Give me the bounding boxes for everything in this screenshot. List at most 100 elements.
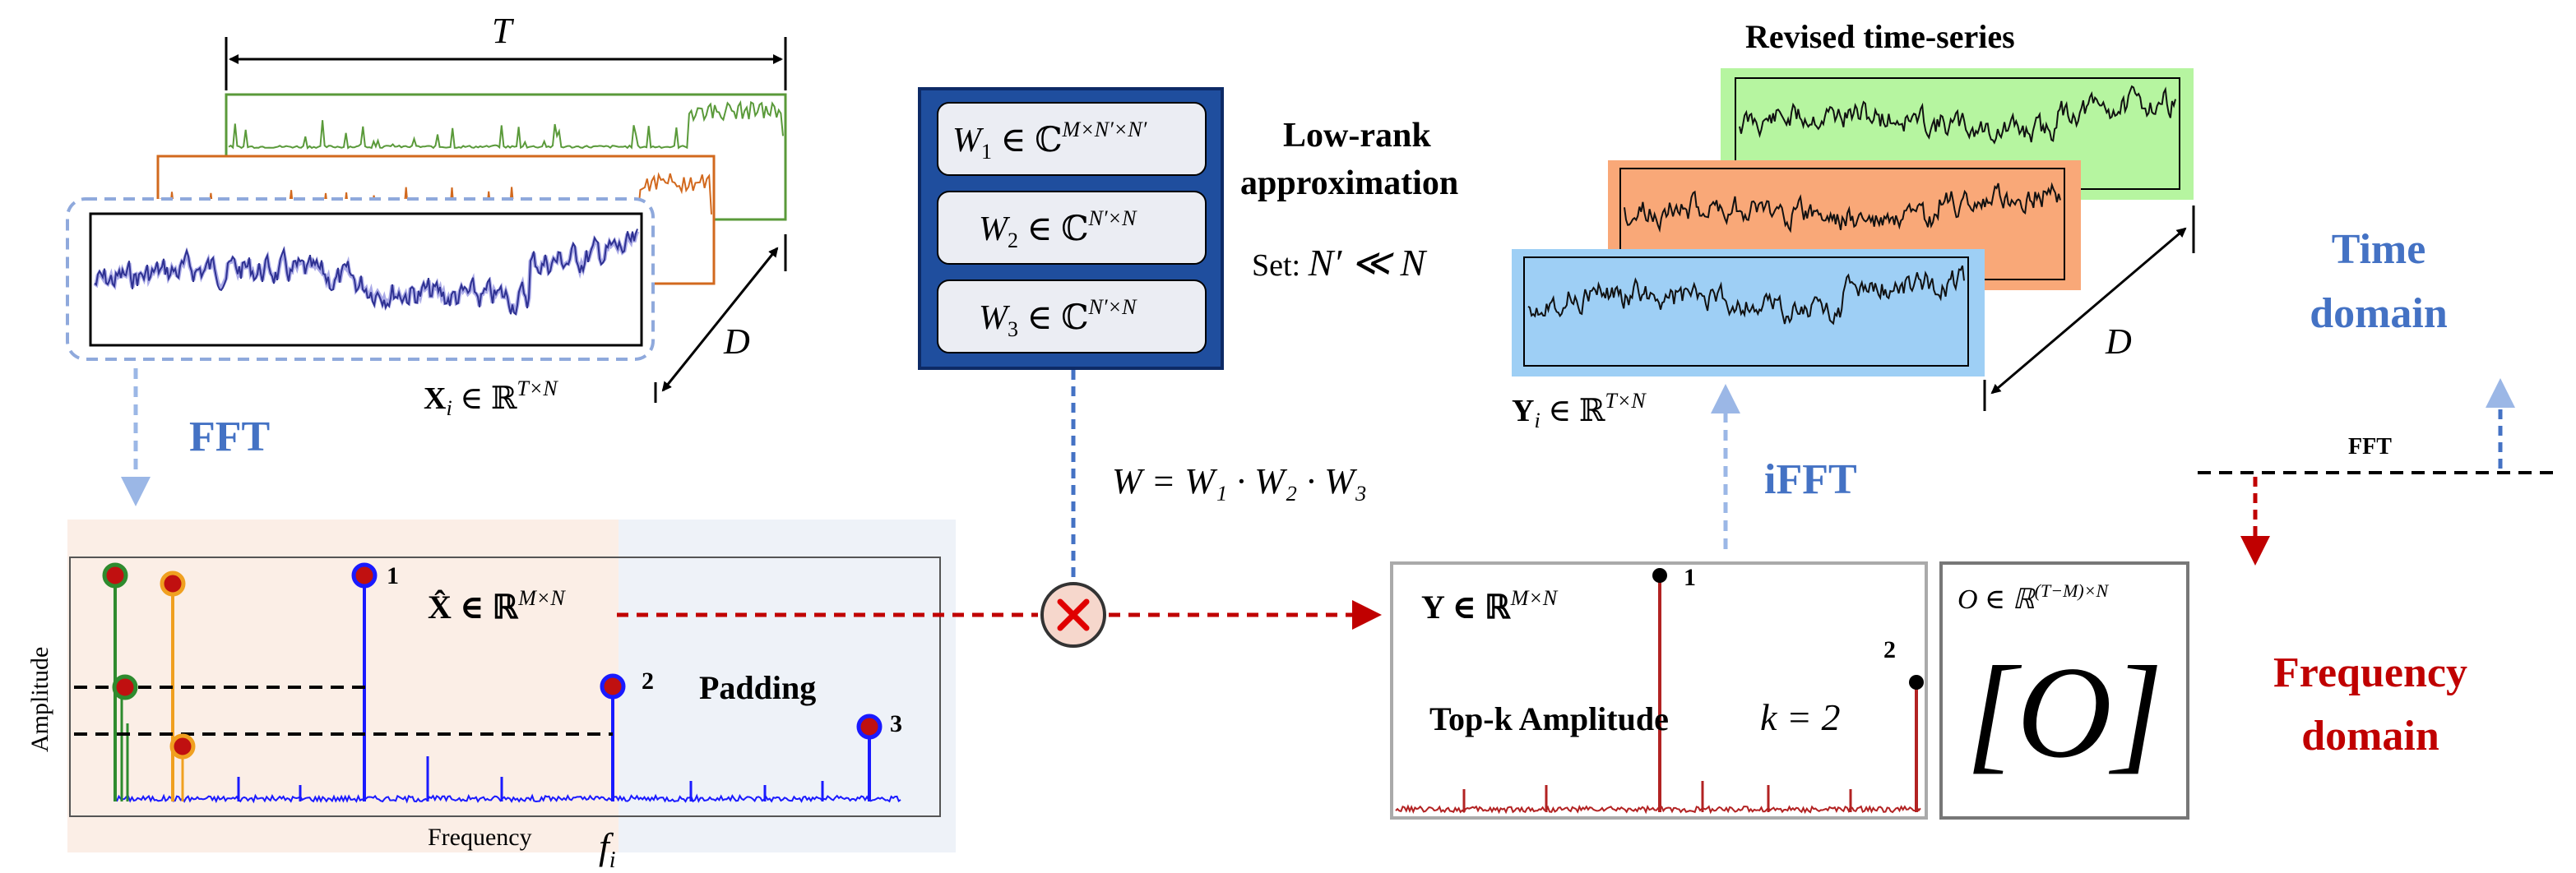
input-depth-marker: D <box>654 234 787 403</box>
input-label: Xi ∈ ℝT×N <box>424 376 558 420</box>
time-axis-label: T <box>492 11 515 51</box>
output-label-sub: i <box>1534 409 1540 432</box>
low-rank-title-line1: Low-rank <box>1283 117 1431 155</box>
top1-peak-marker <box>1652 568 1667 583</box>
low-rank-set-prefix: Set: <box>1252 248 1309 283</box>
w2-name: W <box>979 210 1011 248</box>
input-label-rest: ∈ ℝ <box>452 381 517 416</box>
right-peak-label-2: 2 <box>1883 636 1896 663</box>
low-rank-set-expr: N′ ≪ N <box>1308 242 1428 284</box>
freq-domain-line1: Frequency <box>2273 649 2467 696</box>
revised-series-title: Revised time-series <box>1745 18 2015 55</box>
input-series-stack <box>66 93 787 361</box>
w3-sub: 3 <box>1008 317 1018 341</box>
time-domain-line1: Time <box>2332 226 2426 273</box>
top2-peak-marker <box>1909 675 1924 690</box>
blue-output-frame <box>1523 256 1969 367</box>
legend-fft-label: FFT <box>2348 434 2392 460</box>
green-peak-marker <box>102 562 128 589</box>
w1-space: ∈ ℂ <box>992 122 1063 159</box>
blue-peak-marker-2 <box>600 673 626 700</box>
fft-label: FFT <box>189 413 270 460</box>
time-dimension-marker: T <box>225 11 787 90</box>
input-series-frame <box>89 212 643 347</box>
output-label: Yi ∈ ℝT×N <box>1512 389 1647 432</box>
output-label-main: Y <box>1512 394 1534 428</box>
right-spectrum: Y ∈ ℝM×N 1 2 Top-k Amplitude k = 2 <box>1390 561 1928 820</box>
time-domain-line2: domain <box>2310 290 2448 337</box>
right-peak-label-1: 1 <box>1684 564 1696 591</box>
y-spectrum-label-sup: M×N <box>1510 586 1559 610</box>
xhat-label-main: X̂ ∈ ℝ <box>428 589 518 626</box>
w1-sub: 1 <box>981 140 992 164</box>
w3-sup: N′×N <box>1088 295 1138 319</box>
w2-sup: N′×N <box>1088 206 1138 230</box>
peak-label-1: 1 <box>387 562 399 589</box>
peak-label-3: 3 <box>890 710 902 737</box>
w1-sup: M×N′×N′ <box>1062 118 1147 141</box>
w2-sub: 2 <box>1008 229 1018 252</box>
y-spectrum-label: Y ∈ ℝM×N <box>1421 586 1559 626</box>
w1-name: W <box>952 122 985 159</box>
left-spectrum-bg-gray <box>619 520 956 852</box>
green-peak-marker-lower <box>112 674 138 700</box>
domain-legend: Time domain FFT Frequency domain <box>2198 226 2560 760</box>
orange-peak-marker <box>160 570 186 597</box>
input-depth-label: D <box>723 321 750 362</box>
input-label-sup: T×N <box>517 376 558 400</box>
k-expression: k = 2 <box>1760 696 1840 738</box>
w1-label: W1 ∈ ℂM×N′×N′ <box>952 118 1147 164</box>
w3-space: ∈ ℂ <box>1018 299 1089 337</box>
multiply-icon <box>1057 598 1090 631</box>
left-spectrum-frame <box>69 557 941 817</box>
left-spectrum-xlabel: Frequency <box>428 824 532 851</box>
green-series-line <box>228 99 784 150</box>
padding-label: Padding <box>699 669 816 706</box>
blue-peak-marker-3 <box>856 714 883 740</box>
o-box-label: O ∈ ℝ(T−M)×N <box>1957 580 2110 615</box>
output-label-sup: T×N <box>1605 389 1647 413</box>
blue-output-bg <box>1512 249 1985 376</box>
blue-peak-marker-1 <box>351 562 378 589</box>
orange-peak-marker-lower <box>169 733 196 760</box>
low-rank-block: W1 ∈ ℂM×N′×N′ W2 ∈ ℂN′×N W3 ∈ ℂN′×N Low-… <box>918 87 1458 585</box>
w2-box <box>937 191 1207 265</box>
w2-space: ∈ ℂ <box>1018 210 1089 248</box>
multiply-flow <box>617 582 1382 648</box>
blue-output-line <box>1527 265 1965 326</box>
fi-label-sub: i <box>609 848 616 873</box>
output-series-stack: Revised time-series <box>1512 18 2194 376</box>
low-rank-set: Set: N′ ≪ N <box>1252 242 1428 284</box>
w2-label: W2 ∈ ℂN′×N <box>979 206 1137 252</box>
input-label-main: X <box>424 381 446 416</box>
left-spectrum-noise <box>114 793 901 804</box>
ifft-label: iFFT <box>1764 456 1857 503</box>
w3-box <box>937 279 1207 353</box>
topk-label: Top-k Amplitude <box>1429 700 1669 737</box>
weight-product: W = W₁ · W₂ · W₃ <box>1112 461 1367 501</box>
w1-box <box>937 102 1207 176</box>
peak-label-2: 2 <box>642 667 654 695</box>
freq-domain-line2: domain <box>2301 713 2439 760</box>
o-box-label-main: O ∈ ℝ <box>1957 584 2036 615</box>
w3-label: W3 ∈ ℂN′×N <box>979 295 1137 341</box>
input-label-sub: i <box>446 396 452 420</box>
o-box-frame <box>1939 561 2189 820</box>
output-depth-label: D <box>2105 321 2132 362</box>
left-spectrum-markers <box>102 562 883 760</box>
output-label-rest: ∈ ℝ <box>1541 394 1605 428</box>
left-spectrum: 1 2 3 X̂ ∈ ℝM×N Padding Frequency Amplit… <box>26 520 956 873</box>
o-box-label-sup: (T−M)×N <box>2035 580 2110 601</box>
green-output-line <box>1739 85 2176 145</box>
right-spectrum-spikes <box>1462 568 1924 812</box>
left-spectrum-ylabel: Amplitude <box>26 647 53 752</box>
orange-output-line <box>1624 182 2061 233</box>
y-spectrum-label-main: Y ∈ ℝ <box>1421 589 1511 626</box>
low-rank-title-line2: approximation <box>1240 164 1458 202</box>
w3-name: W <box>979 299 1011 337</box>
xhat-label: X̂ ∈ ℝM×N <box>428 586 566 626</box>
input-series-line <box>94 229 638 316</box>
o-padding-box: O ∈ ℝ(T−M)×N [O] <box>1939 561 2189 820</box>
o-box-symbol: [O] <box>1966 639 2163 785</box>
